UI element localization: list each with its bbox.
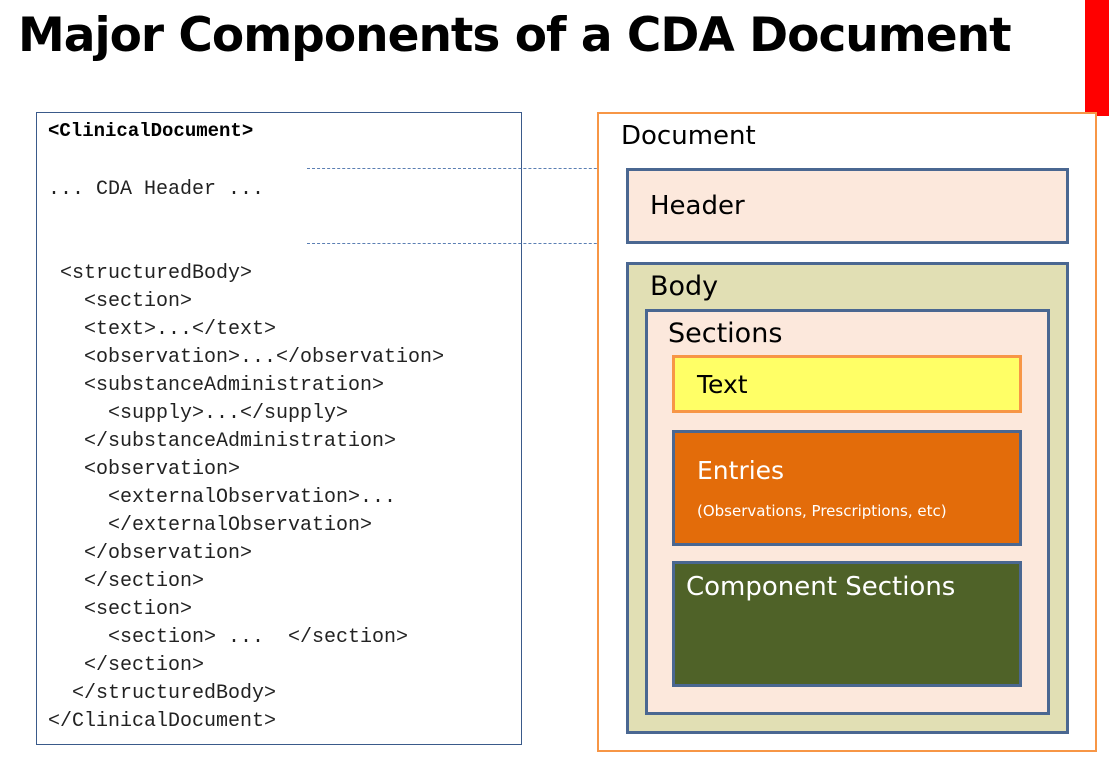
code-line-clinical-document-open: <ClinicalDocument>: [48, 120, 254, 142]
entries-label: Entries: [697, 456, 785, 485]
code-line: <section>: [48, 598, 193, 621]
code-line: <observation>...</observation>: [48, 346, 445, 369]
header-label: Header: [650, 191, 745, 221]
code-line: </substanceAdministration>: [48, 430, 397, 453]
code-line-cda-header: ... CDA Header ...: [48, 178, 265, 201]
code-line: </externalObservation>: [48, 514, 373, 537]
code-line: </observation>: [48, 542, 253, 565]
code-line: </structuredBody>: [48, 682, 277, 705]
xml-code-panel: [36, 112, 522, 745]
code-line: <structuredBody>: [48, 262, 253, 285]
code-line: </section>: [48, 570, 205, 593]
component-sections-label: Component Sections: [686, 572, 956, 602]
code-line: <observation>: [48, 458, 241, 481]
accent-bar: [1085, 0, 1109, 116]
entries-box: [672, 430, 1022, 546]
component-sections-box: [672, 561, 1022, 687]
code-line: <section> ... </section>: [48, 626, 409, 649]
code-line: </section>: [48, 654, 205, 677]
code-line: <externalObservation>...: [48, 486, 397, 509]
slide-title: Major Components of a CDA Document: [18, 8, 1012, 63]
header-top-connector: [307, 168, 627, 169]
code-line: <text>...</text>: [48, 318, 277, 341]
code-line: <section>: [48, 290, 193, 313]
code-line: <substanceAdministration>: [48, 374, 385, 397]
text-box: [672, 355, 1022, 413]
code-line-clinical-document-close: </ClinicalDocument>: [48, 710, 277, 733]
code-line: <supply>...</supply>: [48, 402, 349, 425]
header-bottom-connector: [307, 243, 627, 244]
body-label: Body: [650, 271, 719, 302]
entries-sublabel: (Observations, Prescriptions, etc): [697, 502, 947, 520]
sections-label: Sections: [668, 318, 783, 349]
text-label: Text: [697, 370, 748, 399]
document-label: Document: [621, 121, 756, 151]
header-box: [626, 168, 1069, 244]
